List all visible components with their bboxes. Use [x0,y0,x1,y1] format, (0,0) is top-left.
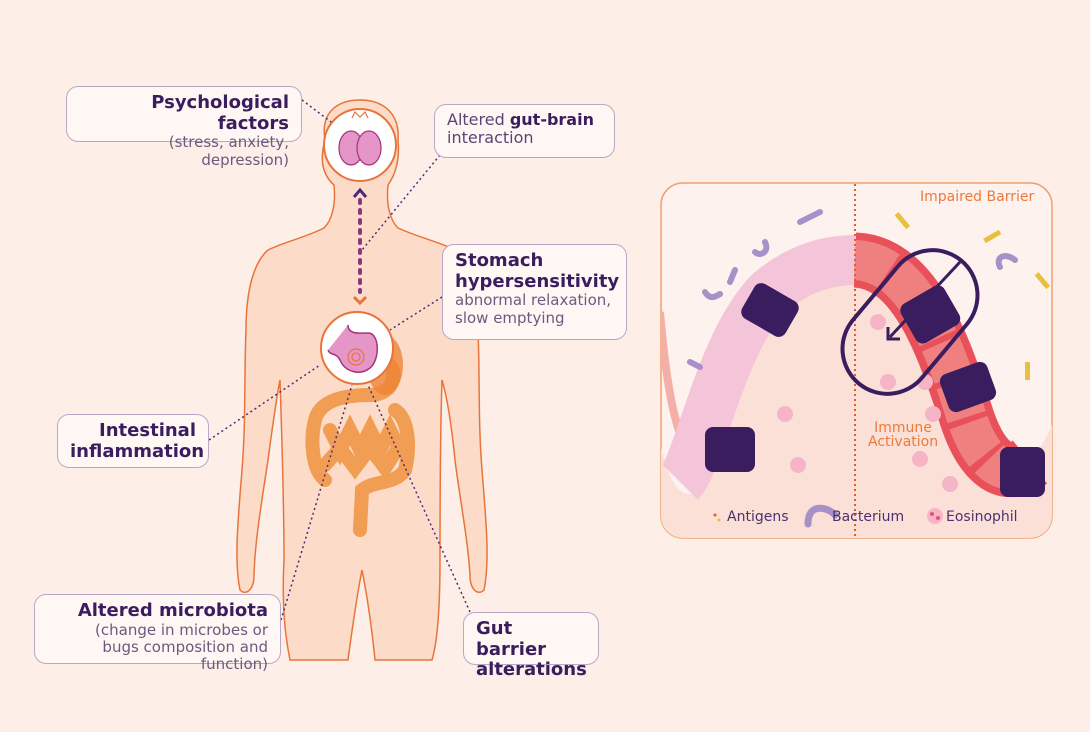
connector-lines [208,99,471,621]
legend-bacterium-icon [804,504,839,528]
label-gut-barrier-alterations: Gut barrier alterations [463,612,599,680]
immune-label-line1: Immune [874,420,932,436]
label-title: Intestinal [99,420,196,441]
label-stomach-hypersensitivity: Stomach hypersensitivity abnormal relaxa… [442,244,627,340]
label-title: alterations [476,659,587,681]
label-text: Altered [447,110,510,129]
label-bold-text: gut-brain [509,110,594,129]
stomach-icon [320,311,394,385]
legend-bacterium: Bacterium [832,509,905,525]
label-psychological-factors: Psychological factors (stress, anxiety, … [66,86,302,168]
legend-antigens: Antigens [727,509,789,525]
label-subtitle: slow emptying [455,308,565,327]
gut-brain-axis-arrow [352,187,368,306]
immune-label-line2: Activation [868,434,939,450]
label-subtitle: (stress, anxiety, depression) [168,133,289,169]
label-subtitle: abnormal relaxation, [455,291,612,310]
label-altered-microbiota: Altered microbiota (change in microbes o… [34,594,281,673]
label-title: Stomach [455,250,544,271]
label-title: inflammation [70,440,205,462]
label-text: interaction [447,128,534,148]
legend-antigens-icon [713,513,721,522]
label-gut-brain-interaction: Altered gut-brain interaction [434,104,615,158]
impaired-barrier-label: Impaired Barrier [920,189,1035,205]
label-title: Gut barrier [476,618,547,660]
legend-eosinophil: Eosinophil [946,509,1018,525]
gut-barrier-panel [660,182,1053,539]
brain-icon [323,108,397,182]
intestines [305,353,415,537]
label-title: hypersensitivity [455,270,620,292]
label-title: Psychological factors [151,92,289,134]
label-title: Altered microbiota [77,600,268,621]
label-intestinal-inflammation: Intestinal inflammation [57,414,209,468]
label-subtitle: bugs composition and function) [102,637,268,674]
immune-activation-label: Immune Activation [868,421,938,449]
label-subtitle: (change in microbes or [95,620,268,639]
legend-eosinophil-icon [927,508,943,524]
